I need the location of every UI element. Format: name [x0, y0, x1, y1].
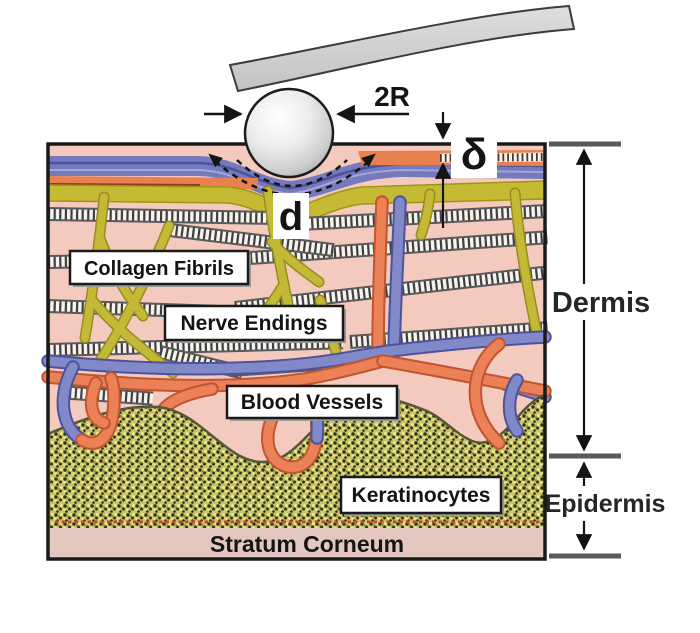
keratinocytes-callout: Keratinocytes [339, 475, 504, 516]
contact-arc-annotation [208, 153, 376, 196]
indentation-depth-annotation: δ [434, 112, 497, 228]
keratinocytes-label: Keratinocytes [352, 484, 491, 507]
stratum-corneum-band [48, 528, 545, 560]
cantilever-beam [228, 4, 576, 93]
layer-depth-bracket: Dermis Epidermis [545, 141, 666, 559]
indentation-depth-label: δ [461, 130, 488, 179]
probe-diameter-label: 2R [374, 81, 410, 112]
collagen-fibrils-callout: Collagen Fibrils [68, 249, 251, 287]
spherical-probe-tip [243, 87, 335, 179]
collagen-fibrils-label: Collagen Fibrils [84, 258, 234, 280]
nerve-endings-callout: Nerve Endings [163, 304, 346, 343]
epidermis-label: Epidermis [545, 490, 666, 518]
stratum-corneum-label: Stratum Corneum [210, 531, 404, 557]
d-label-box [273, 193, 309, 239]
blood-vessels-label: Blood Vessels [241, 391, 383, 414]
arc-arrowhead-right [361, 153, 376, 168]
arc-arrowhead-left [208, 153, 223, 168]
blood-vessels-callout: Blood Vessels [225, 384, 400, 421]
probe-diameter-annotation: 2R [204, 81, 410, 124]
dermis-label: Dermis [552, 287, 650, 319]
contact-diameter-label: d [279, 195, 303, 239]
blood-vessels-network [41, 195, 552, 431]
nerve-endings-label: Nerve Endings [180, 312, 327, 335]
contact-diameter-annotation: d [273, 193, 309, 239]
delta-label-box [451, 130, 497, 178]
